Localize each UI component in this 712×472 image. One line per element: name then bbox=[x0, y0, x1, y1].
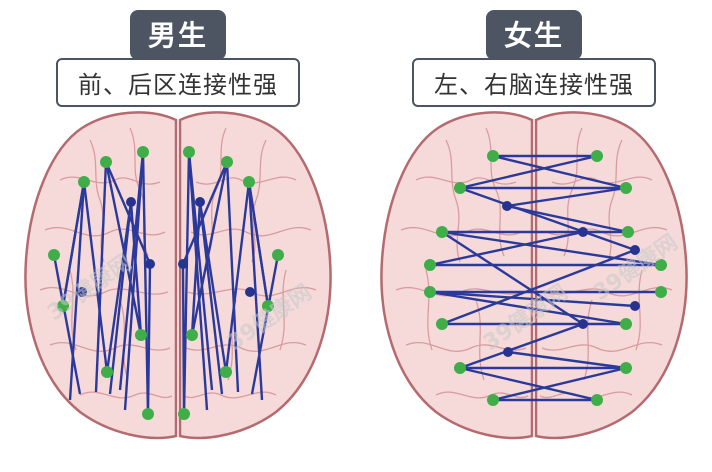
region-node bbox=[142, 408, 154, 420]
region-node bbox=[487, 150, 499, 162]
region-node bbox=[221, 156, 233, 168]
region-node bbox=[424, 286, 436, 298]
region-node bbox=[424, 259, 436, 271]
connection-line bbox=[183, 264, 184, 414]
region-node bbox=[272, 249, 284, 261]
male-panel: 39健康网 39健康网 男生 前、后区连接性强 bbox=[0, 0, 356, 472]
region-node bbox=[502, 201, 512, 211]
region-node bbox=[436, 226, 448, 238]
region-node bbox=[178, 408, 190, 420]
male-label: 男生 bbox=[130, 10, 226, 60]
female-panel: 39健康网 39健康网 女生 左、右脑连接性强 bbox=[356, 0, 712, 472]
region-node bbox=[178, 259, 188, 269]
region-node bbox=[487, 394, 499, 406]
region-node bbox=[135, 329, 147, 341]
region-node bbox=[101, 366, 113, 378]
region-node bbox=[578, 319, 588, 329]
region-node bbox=[436, 318, 448, 330]
region-node bbox=[126, 197, 136, 207]
female-caption: 左、右脑连接性强 bbox=[412, 58, 656, 107]
region-node bbox=[137, 146, 149, 158]
region-node bbox=[145, 259, 155, 269]
region-node bbox=[220, 366, 232, 378]
region-node bbox=[591, 394, 603, 406]
region-node bbox=[245, 287, 255, 297]
region-node bbox=[622, 226, 634, 238]
region-node bbox=[195, 197, 205, 207]
region-node bbox=[186, 329, 198, 341]
region-node bbox=[454, 182, 466, 194]
region-node bbox=[655, 286, 667, 298]
region-node bbox=[620, 362, 632, 374]
region-node bbox=[591, 150, 603, 162]
region-node bbox=[78, 176, 90, 188]
region-node bbox=[183, 146, 195, 158]
region-node bbox=[100, 156, 112, 168]
region-node bbox=[243, 176, 255, 188]
region-node bbox=[48, 249, 60, 261]
region-node bbox=[630, 301, 640, 311]
region-node bbox=[620, 318, 632, 330]
region-node bbox=[620, 182, 632, 194]
female-label: 女生 bbox=[486, 10, 582, 60]
region-node bbox=[454, 362, 466, 374]
region-node bbox=[578, 227, 588, 237]
male-caption: 前、后区连接性强 bbox=[56, 58, 300, 107]
